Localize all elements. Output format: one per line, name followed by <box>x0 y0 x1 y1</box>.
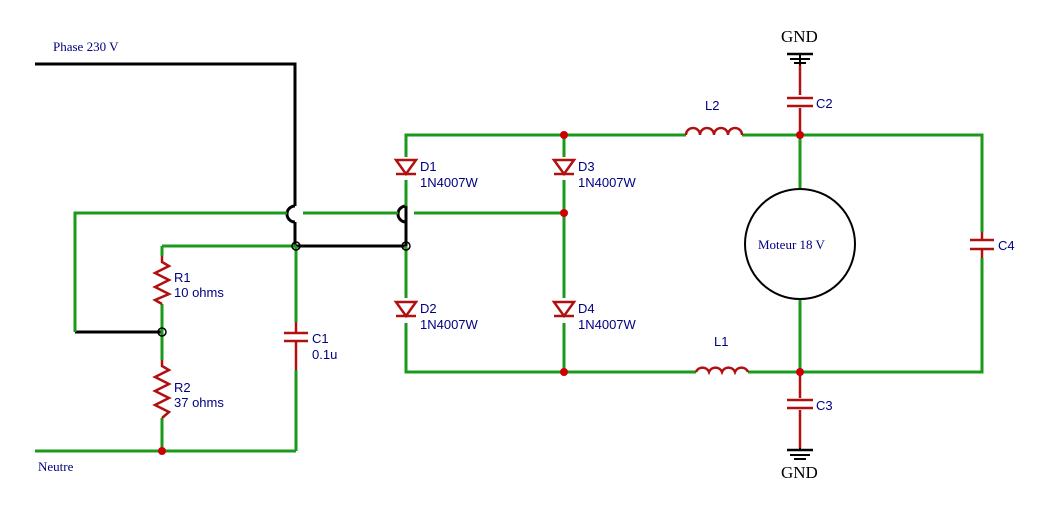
diode-d1 <box>393 158 419 177</box>
d3-ref: D3 <box>578 159 595 174</box>
gnd-bottom-label: GND <box>781 463 818 482</box>
d1-value: 1N4007W <box>420 175 479 190</box>
ground-symbol-bottom <box>787 448 813 460</box>
d4-ref: D4 <box>578 301 595 316</box>
capacitor-c1 <box>284 322 308 370</box>
c1-ref: C1 <box>312 331 329 346</box>
inductor-l1 <box>694 366 750 376</box>
c2-ref: C2 <box>816 96 833 111</box>
gnd-top-label: GND <box>781 27 818 46</box>
diode-d3 <box>551 158 577 177</box>
neutre-label: Neutre <box>38 459 74 474</box>
d2-value: 1N4007W <box>420 317 479 332</box>
phase-label: Phase 230 V <box>53 39 119 54</box>
r2-ref: R2 <box>174 380 191 395</box>
resistor-r1 <box>152 256 172 306</box>
r1-value: 10 ohms <box>174 285 224 300</box>
ground-symbol-top <box>787 52 813 65</box>
d2-ref: D2 <box>420 301 437 316</box>
bridge-input-wire <box>296 204 408 248</box>
resistor-r2 <box>152 360 172 419</box>
d4-value: 1N4007W <box>578 317 637 332</box>
c3-ref: C3 <box>816 398 833 413</box>
d3-value: 1N4007W <box>578 175 637 190</box>
r2-value: 37 ohms <box>174 395 224 410</box>
capacitor-c4 <box>970 232 994 258</box>
motor-label: Moteur 18 V <box>758 237 826 252</box>
motor <box>744 188 856 300</box>
diode-d4 <box>551 300 577 319</box>
l2-ref: L2 <box>705 98 719 113</box>
inductor-l2 <box>684 126 744 136</box>
capacitor-c3 <box>787 398 813 410</box>
d1-ref: D1 <box>420 159 437 174</box>
l1-ref: L1 <box>714 334 728 349</box>
junctions <box>157 131 804 455</box>
r1-ref: R1 <box>174 270 191 285</box>
capacitor-c2 <box>787 96 813 108</box>
c1-value: 0.1u <box>312 347 337 362</box>
diode-d2 <box>393 300 419 319</box>
c4-ref: C4 <box>998 238 1015 253</box>
